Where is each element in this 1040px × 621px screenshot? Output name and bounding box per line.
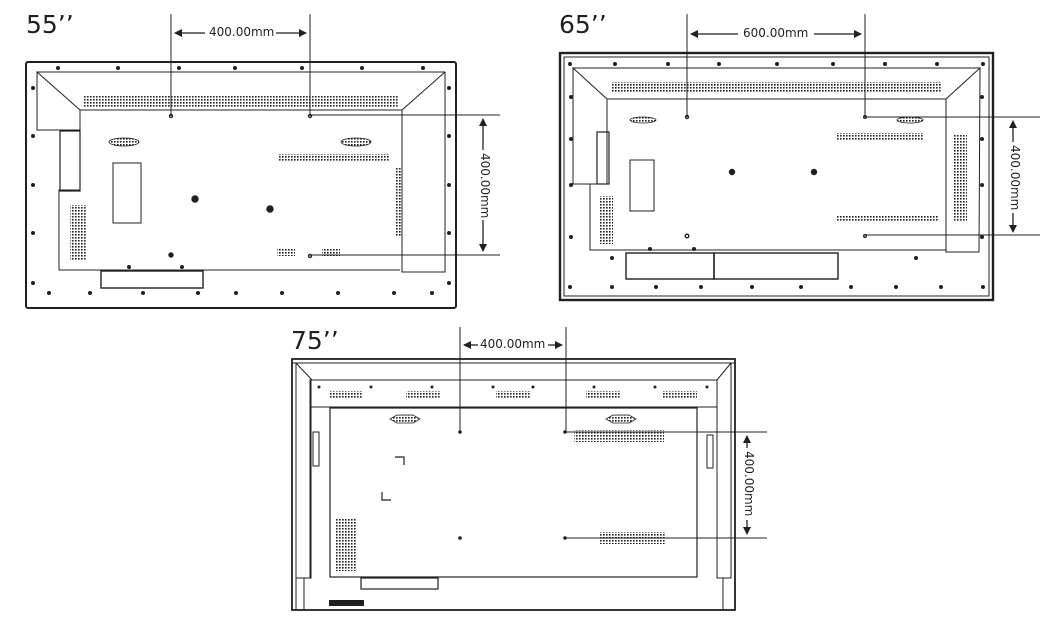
diagram-75-drawing: [291, 327, 767, 611]
size-label-65: 65’’: [559, 10, 607, 39]
diagram-55-drawing: [25, 14, 500, 309]
horizontal-dimension-55: 400.00mm: [207, 25, 277, 39]
vertical-dimension-55: 400.00mm: [478, 151, 492, 221]
size-label-55: 55’’: [26, 10, 74, 39]
size-label-75: 75’’: [291, 326, 339, 355]
horizontal-dimension-75: 400.00mm: [478, 337, 548, 351]
vertical-dimension-75: 400.00mm: [742, 449, 756, 519]
vertical-dimension-65: 400.00mm: [1008, 143, 1022, 213]
diagram-65-drawing: [558, 14, 1040, 302]
horizontal-dimension-65: 600.00mm: [741, 26, 811, 40]
